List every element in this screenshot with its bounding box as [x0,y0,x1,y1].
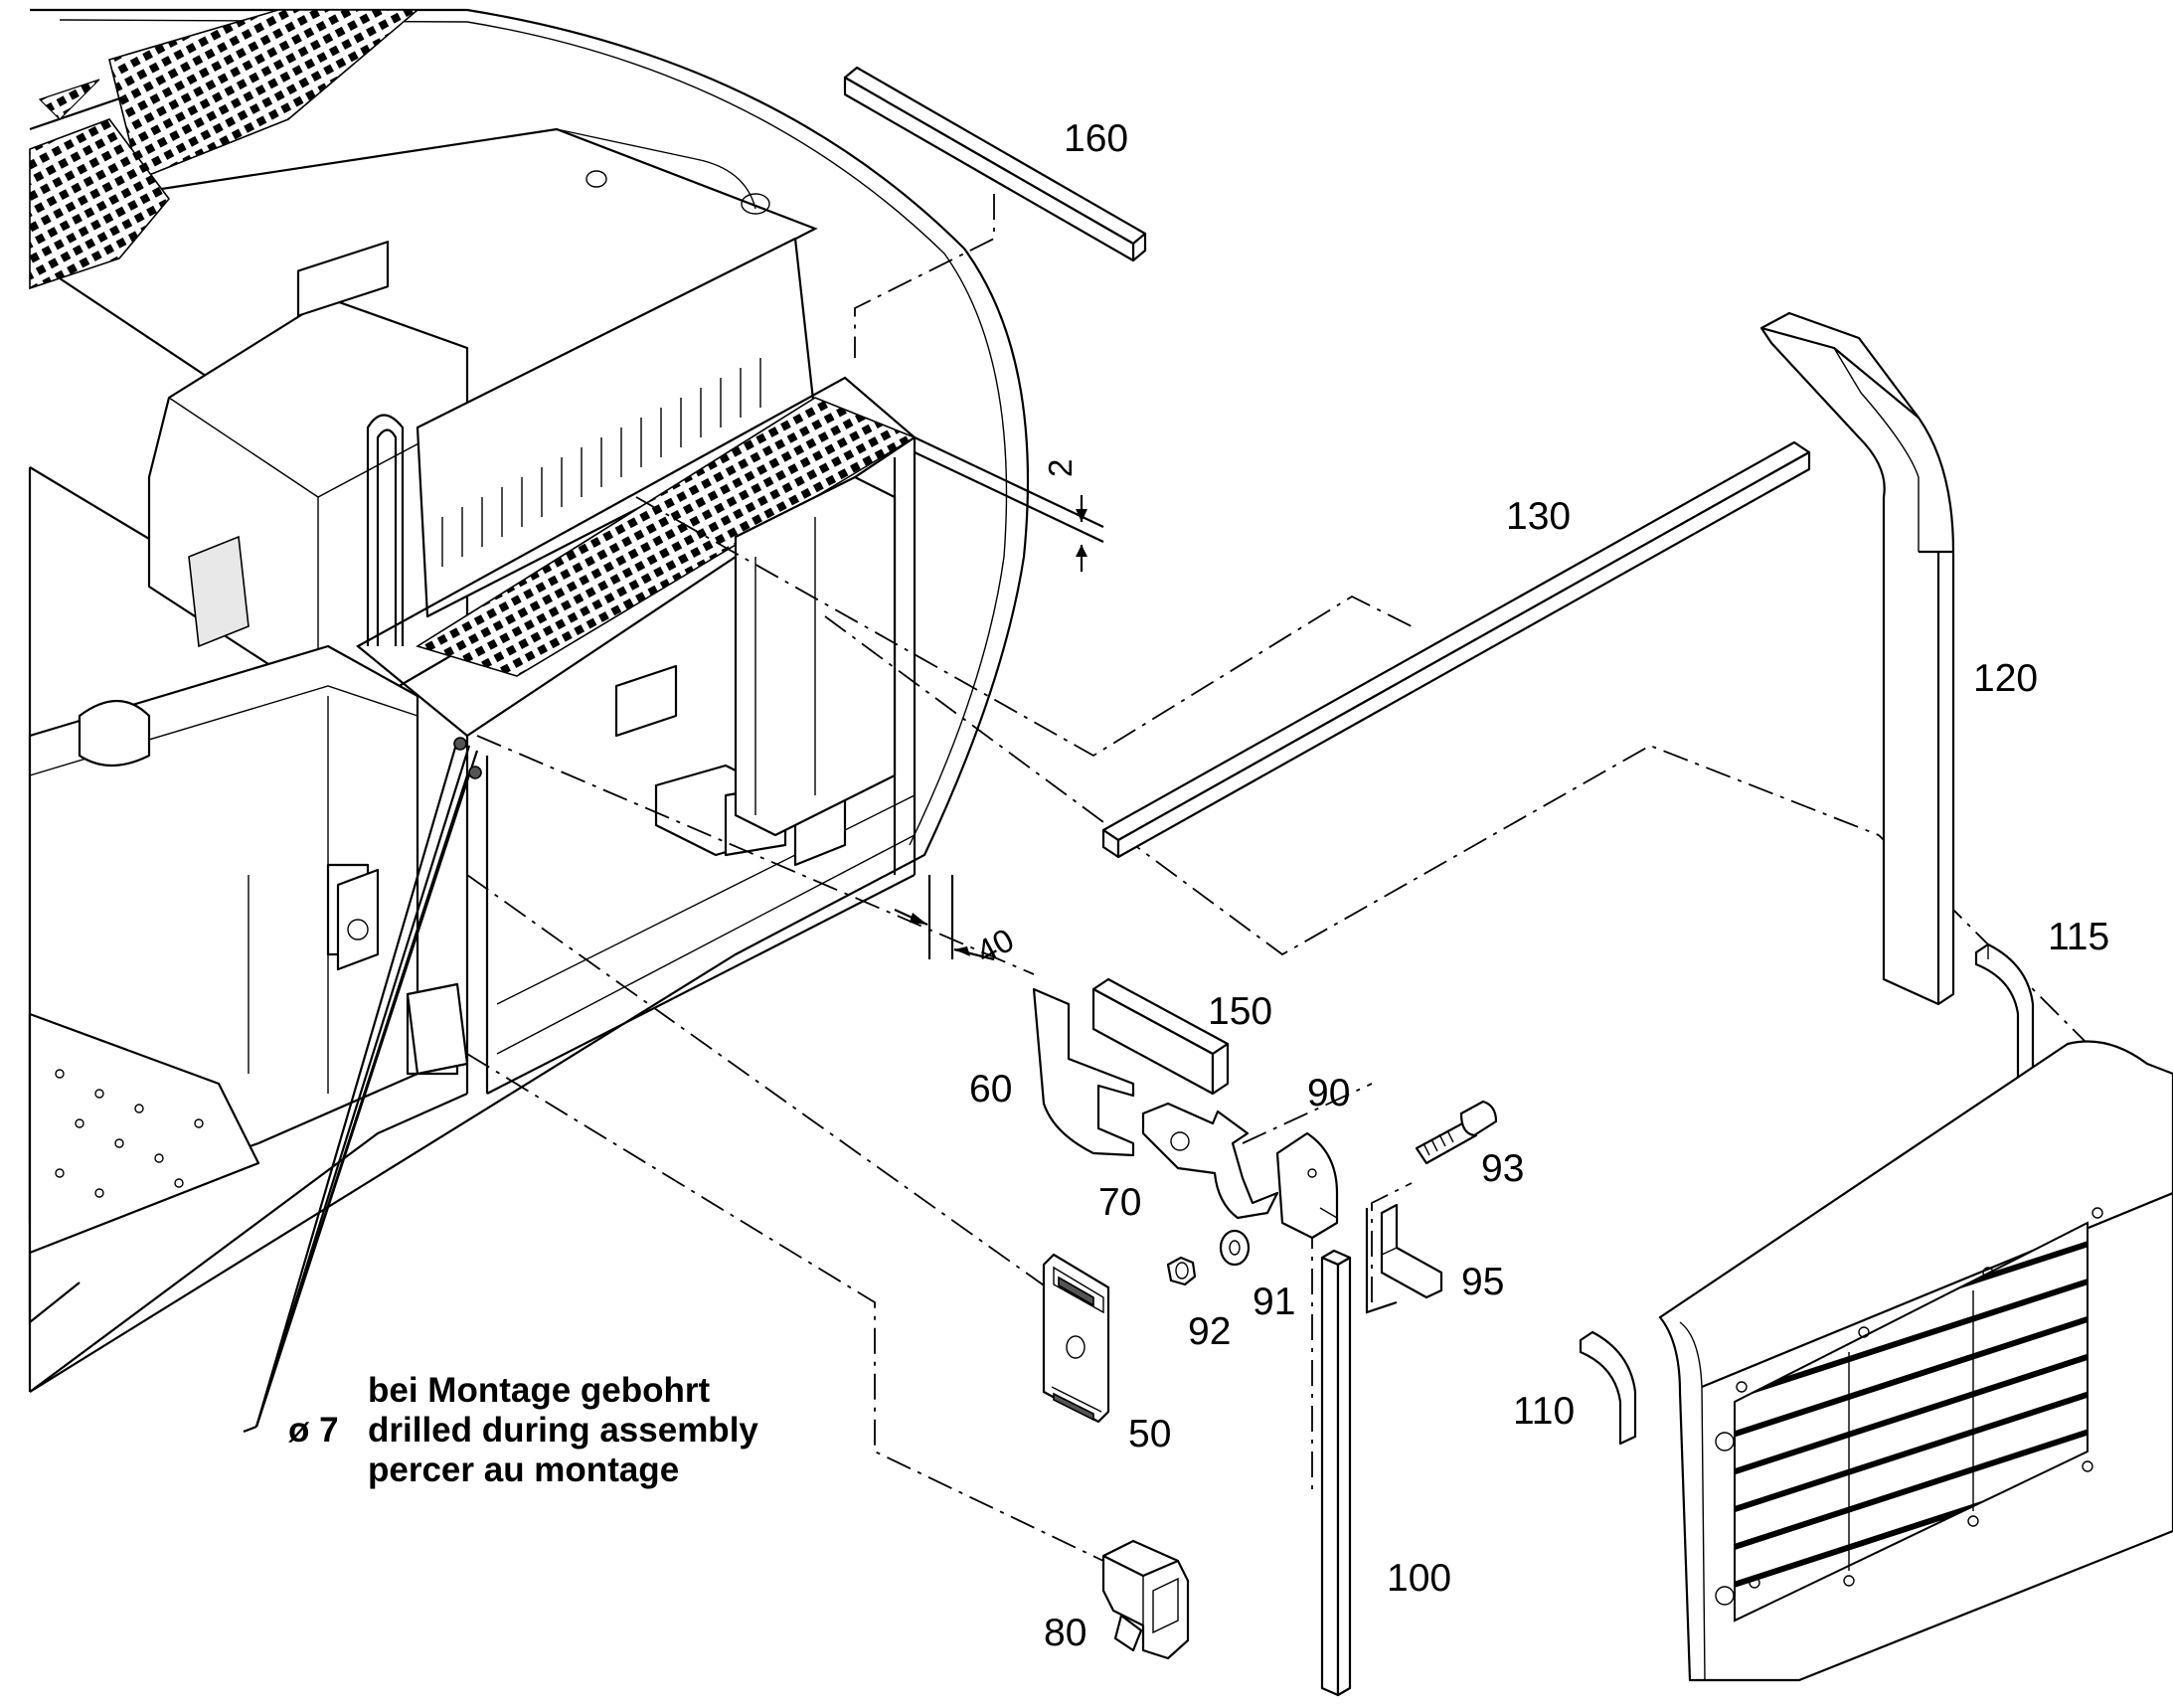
dimension-gap-value: 2 [1042,459,1079,477]
part-91-washer [1219,1229,1251,1267]
label-93: 93 [1481,1147,1524,1190]
part-93-bolt [1415,1100,1498,1165]
label-110: 110 [1513,1390,1575,1433]
base-holes [55,1069,204,1198]
label-120: 120 [1973,657,2038,700]
part-80-clamp [1101,1539,1190,1660]
part-115-curved-seal [1974,942,2035,1086]
front-panel [1658,1040,2173,1682]
dimension-offset-value: 40 [970,921,1020,970]
panel-grille [1734,1221,2089,1623]
part-92-nut [1166,1256,1197,1286]
label-70: 70 [1098,1181,1141,1224]
part-70-plate [1141,1102,1279,1220]
part-130-strip [1101,440,1811,859]
label-115: 115 [2048,916,2109,958]
label-91: 91 [1253,1281,1295,1323]
part-160-strip [843,66,1147,262]
label-60: 60 [969,1068,1012,1110]
label-50: 50 [1128,1413,1171,1455]
dimension-gap: 2 [914,436,1104,572]
roof-vent-2 [29,118,171,290]
drill-note-fr: percer au montage [368,1451,679,1489]
label-160: 160 [1064,117,1128,160]
label-100: 100 [1387,1557,1451,1600]
machine-body [28,8,1030,1393]
part-50-plate [1042,1253,1110,1424]
part-95-angle [1365,1203,1443,1314]
part-60-bracket [1032,987,1135,1157]
drill-diameter: ø 7 [288,1411,339,1450]
drill-note-de: bei Montage gebohrt [368,1371,711,1410]
part-120-gasket [1759,311,1955,1006]
label-150: 150 [1208,990,1272,1033]
label-130: 130 [1506,495,1571,538]
drill-note-en: drilled during assembly [368,1411,758,1450]
slot-row [441,358,761,567]
drill-note: ø 7 bei Montage gebohrt drilled during a… [243,737,758,1489]
part-90-plate [1275,1131,1339,1240]
label-80: 80 [1044,1612,1086,1654]
roof-vent-1 [108,9,420,181]
label-90: 90 [1307,1072,1350,1114]
part-110-curved-seal [1579,1330,1637,1446]
label-92: 92 [1188,1310,1231,1353]
label-95: 95 [1461,1261,1504,1303]
part-150-block [1091,977,1230,1096]
part-100-strip [1320,1249,1352,1697]
